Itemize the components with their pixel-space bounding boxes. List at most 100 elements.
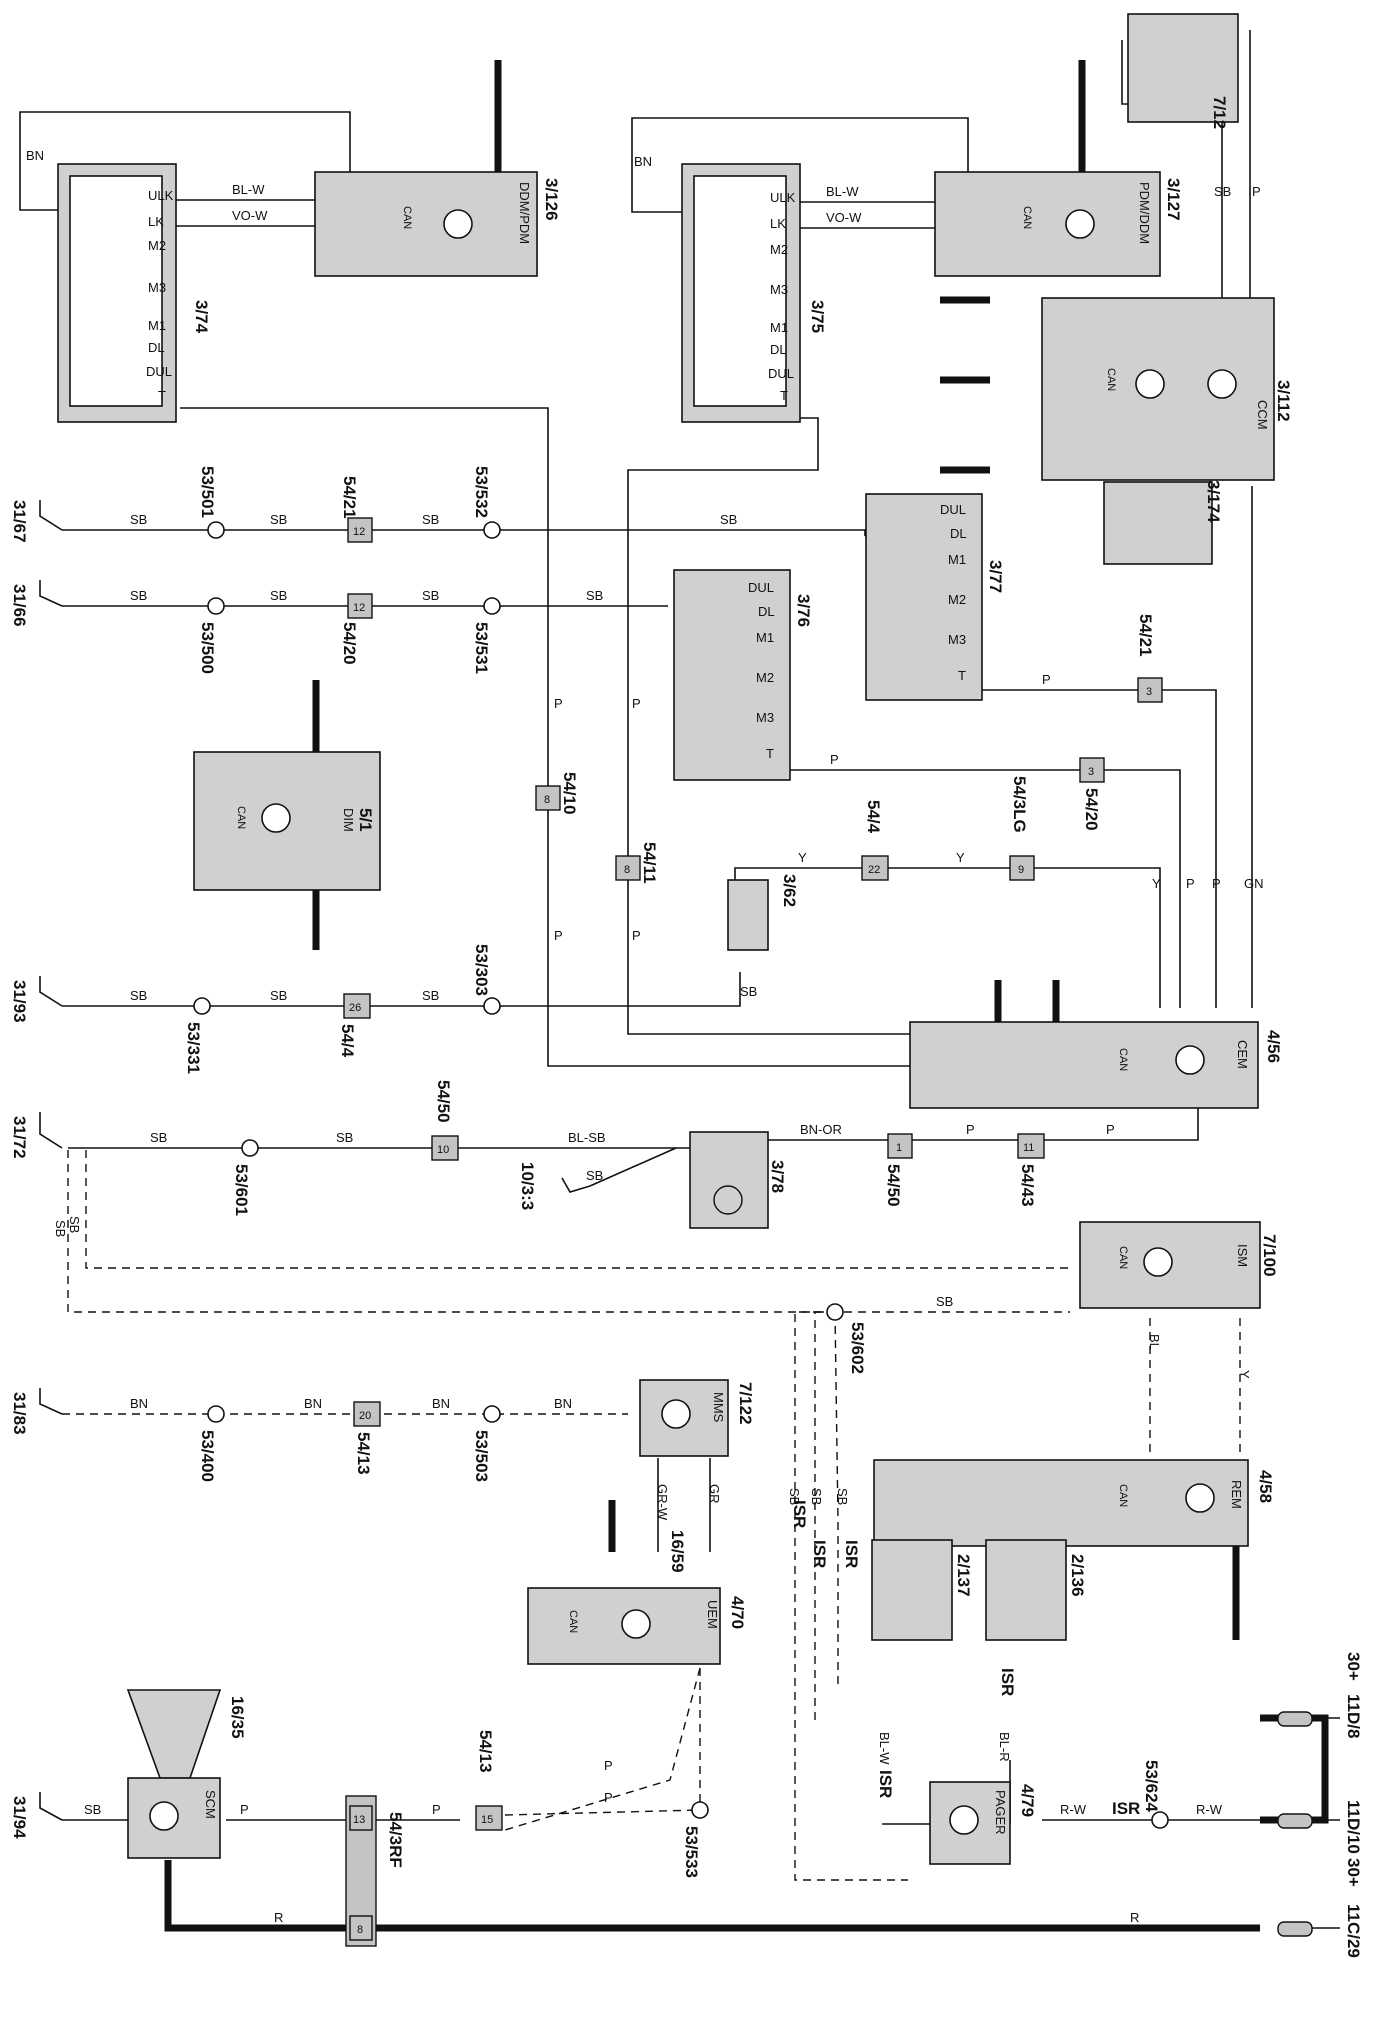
wire-label: R-W	[1060, 1802, 1087, 1817]
connector-blocks: 12 54/21 12 54/20 8 54/10 8 54/11 22 54/…	[338, 476, 1163, 1947]
component-label: 16/35	[228, 1696, 247, 1739]
wire-label: SB	[936, 1294, 953, 1309]
component-label: 3/126	[542, 178, 561, 221]
svg-text:T: T	[766, 746, 774, 761]
component-label: 3/78	[768, 1160, 787, 1193]
component-3-174: 3/174	[1103, 480, 1223, 565]
connector-pin: 8	[544, 794, 550, 806]
wire-label: GN	[1244, 876, 1264, 891]
wire-label: SB	[270, 512, 287, 527]
wire-label: P	[604, 1758, 613, 1773]
svg-text:M1: M1	[948, 552, 966, 567]
module-name: DDM/PDM	[517, 182, 532, 244]
svg-text:DL: DL	[148, 340, 165, 355]
ground-label: 31/94	[10, 1796, 29, 1839]
component-label: 3/174	[1204, 480, 1223, 523]
svg-text:M1: M1	[756, 630, 774, 645]
splice-label: 53/331	[184, 1022, 203, 1074]
module-name: ISM	[1235, 1244, 1250, 1267]
svg-text:M2: M2	[148, 238, 166, 253]
connector-label: 54/50	[434, 1080, 453, 1123]
can-label: CAN	[1021, 206, 1033, 229]
wire-label: SB	[586, 1168, 603, 1183]
wire-label: SB	[130, 988, 147, 1003]
supply-label: 30+	[1344, 1858, 1363, 1887]
splice-label: 53/624	[1142, 1760, 1161, 1813]
ground-label: 31/83	[10, 1392, 29, 1435]
can-labels: CAN CAN CAN CAN CAN CAN CAN CAN	[235, 206, 1129, 1633]
wire-label: Y	[798, 850, 807, 865]
splice-label: 53/501	[198, 466, 217, 518]
component-label: 4/56	[1264, 1030, 1283, 1063]
wire-label: P	[632, 696, 641, 711]
component-4-79: 4/79 PAGER	[929, 1781, 1037, 1865]
wire-label: P	[554, 696, 563, 711]
wire-label: SB	[270, 988, 287, 1003]
component-label: 4/58	[1256, 1470, 1275, 1503]
svg-text:LK: LK	[770, 216, 786, 231]
connector-label: 54/50	[884, 1164, 903, 1207]
wire-label: P	[1106, 1122, 1115, 1137]
wire-label: SB	[67, 1216, 82, 1233]
component-label: 5/1	[356, 808, 375, 832]
wire-label: SB	[740, 984, 757, 999]
wire-label: SB	[53, 1220, 68, 1237]
wire-label: P	[632, 928, 641, 943]
module-name: CCM	[1255, 400, 1270, 430]
ground-label: 31/67	[10, 500, 29, 543]
svg-text:M1: M1	[148, 318, 166, 333]
connector-pin: 3	[1088, 766, 1094, 778]
connector-pin: 9	[1018, 864, 1024, 876]
wire-label: SB	[130, 588, 147, 603]
component-3-112: 3/112 CCM	[1041, 297, 1293, 481]
svg-text:M2: M2	[770, 242, 788, 257]
wire-label: SB	[130, 512, 147, 527]
fuse-11d-10: 11D/10	[1277, 1800, 1363, 1854]
wire-label: P	[1212, 876, 1221, 891]
ground-label: 10/3:3	[518, 1162, 537, 1210]
connector-label: 54/10	[560, 772, 579, 815]
svg-text:ULK: ULK	[148, 188, 174, 203]
connector-label: 54/11	[640, 842, 659, 884]
splice-label: 53/532	[472, 466, 491, 518]
fuse-11d-8: 11D/8 30+	[1277, 1652, 1363, 1738]
wire-label: SB	[586, 588, 603, 603]
wire-label: BN	[304, 1396, 322, 1411]
can-label: CAN	[1117, 1484, 1129, 1507]
component-label: 11D/10	[1344, 1800, 1363, 1854]
wire-label: ISR	[810, 1540, 829, 1568]
component-7-12: 7/12	[1127, 13, 1239, 129]
ground-label: 31/66	[10, 584, 29, 627]
wire-label: SB	[1214, 184, 1231, 199]
svg-text:DL: DL	[758, 604, 775, 619]
svg-text:DUL: DUL	[768, 366, 794, 381]
can-label: CAN	[1105, 368, 1117, 391]
component-label: 16/59	[668, 1530, 687, 1573]
component-2-137: 2/137	[871, 1539, 973, 1641]
module-name: MMS	[711, 1392, 726, 1423]
wire-label: Y	[1237, 1370, 1252, 1379]
connector-label: 54/20	[1082, 788, 1101, 831]
component-7-100: 7/100 ISM	[1079, 1221, 1279, 1309]
component-3-126: 3/126 DDM/PDM	[314, 171, 561, 277]
wire-label: GR	[707, 1484, 722, 1504]
connector-pin: 11	[1023, 1142, 1034, 1154]
component-2-136: 2/136	[985, 1539, 1087, 1641]
svg-text:ULK: ULK	[770, 190, 796, 205]
component-7-122: 7/122 MMS	[639, 1379, 755, 1457]
component-label: 11C/29	[1344, 1904, 1363, 1958]
component-label: 3/77	[986, 560, 1005, 593]
connector-pin: 8	[357, 1924, 363, 1936]
can-label: CAN	[567, 1610, 579, 1633]
connector-pin: 26	[349, 1002, 361, 1014]
wire-label: ISR	[842, 1540, 861, 1568]
component-16-35: 16/35 SCM	[126, 1689, 247, 1859]
component-5-1: 5/1 DIM	[193, 751, 381, 891]
wire-label: P	[240, 1802, 249, 1817]
splice-label: 53/533	[682, 1826, 701, 1878]
wire-label: P	[554, 928, 563, 943]
connector-label: 54/4	[338, 1024, 357, 1058]
